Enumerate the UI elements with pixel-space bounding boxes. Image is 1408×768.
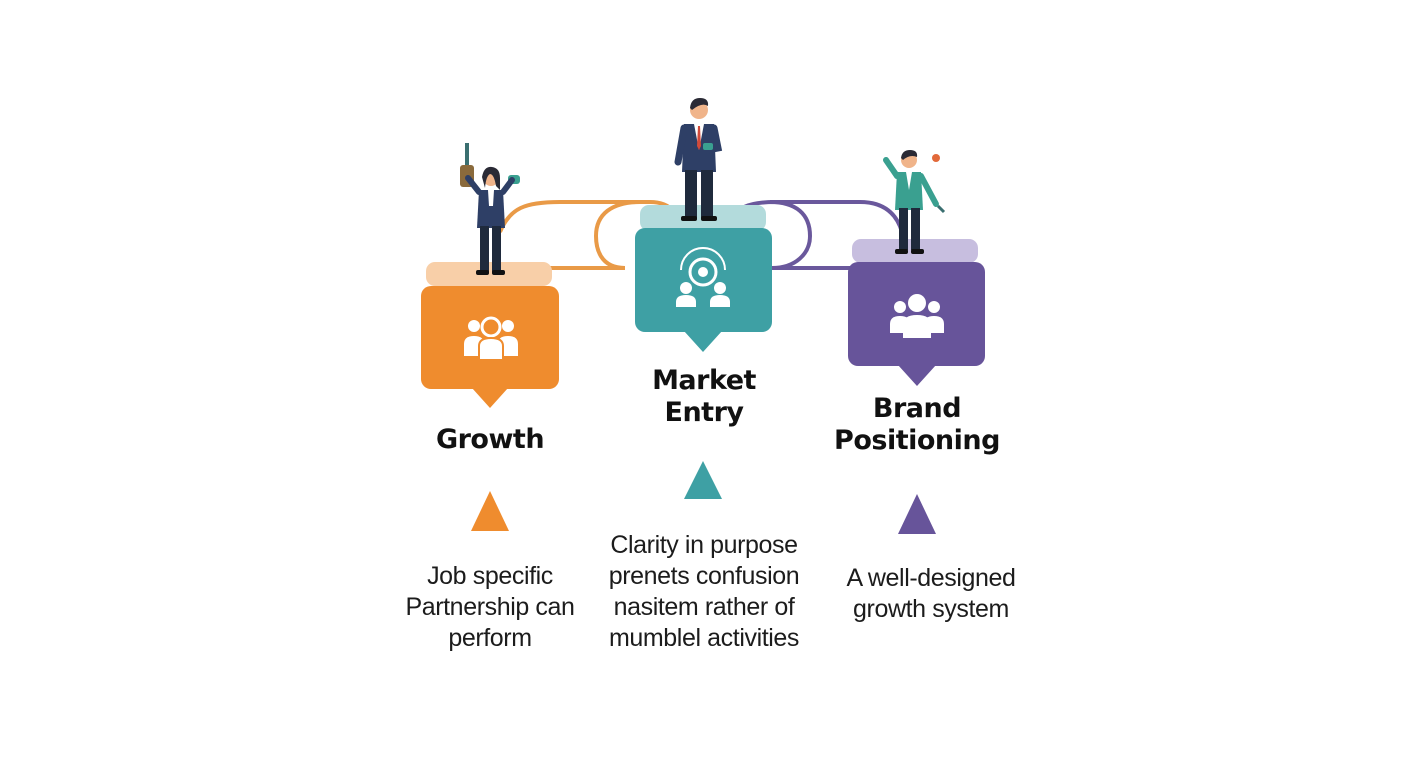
description-line: nasitem rather of: [613, 593, 795, 621]
market-entry-box: [635, 205, 772, 352]
description-line: Partnership can: [405, 593, 575, 621]
chain-loop-orange: [548, 200, 641, 270]
brand-positioning-triangle-marker: [898, 494, 936, 534]
team-leader-icon: [464, 316, 518, 361]
description-line: Job specific: [427, 562, 553, 590]
step-description-growth: Job specific Partnership can perform: [375, 561, 605, 654]
title-line: Entry: [664, 397, 745, 428]
description-line: A well-designed: [846, 564, 1016, 592]
description-line: Clarity in purpose: [610, 531, 798, 559]
businessman-waving: [883, 150, 946, 254]
description-line: perform: [448, 624, 532, 652]
growth-triangle-marker: [471, 491, 509, 531]
title-line: Growth: [435, 424, 545, 455]
group-icon: [890, 294, 944, 338]
description-line: mumblel activities: [608, 624, 800, 652]
description-line: prenets confusion: [608, 562, 800, 590]
step-title-market-entry: Market Entry: [614, 365, 794, 429]
title-line: Positioning: [834, 425, 1000, 456]
step-title-growth: Growth: [410, 424, 570, 456]
step-description-market-entry: Clarity in purpose prenets confusion nas…: [588, 530, 820, 654]
step-title-brand-positioning: Brand Positioning: [812, 393, 1022, 457]
woman-holding-tools: [460, 143, 520, 275]
title-line: Brand: [872, 393, 962, 424]
description-line: growth system: [853, 595, 1009, 623]
chain-loop-purple: [769, 200, 850, 270]
title-line: Market: [652, 365, 756, 396]
businessman-standing: [674, 98, 723, 221]
step-description-brand-positioning: A well-designed growth system: [816, 563, 1046, 625]
target-team-icon: [676, 247, 730, 307]
market-entry-triangle-marker: [684, 461, 722, 499]
